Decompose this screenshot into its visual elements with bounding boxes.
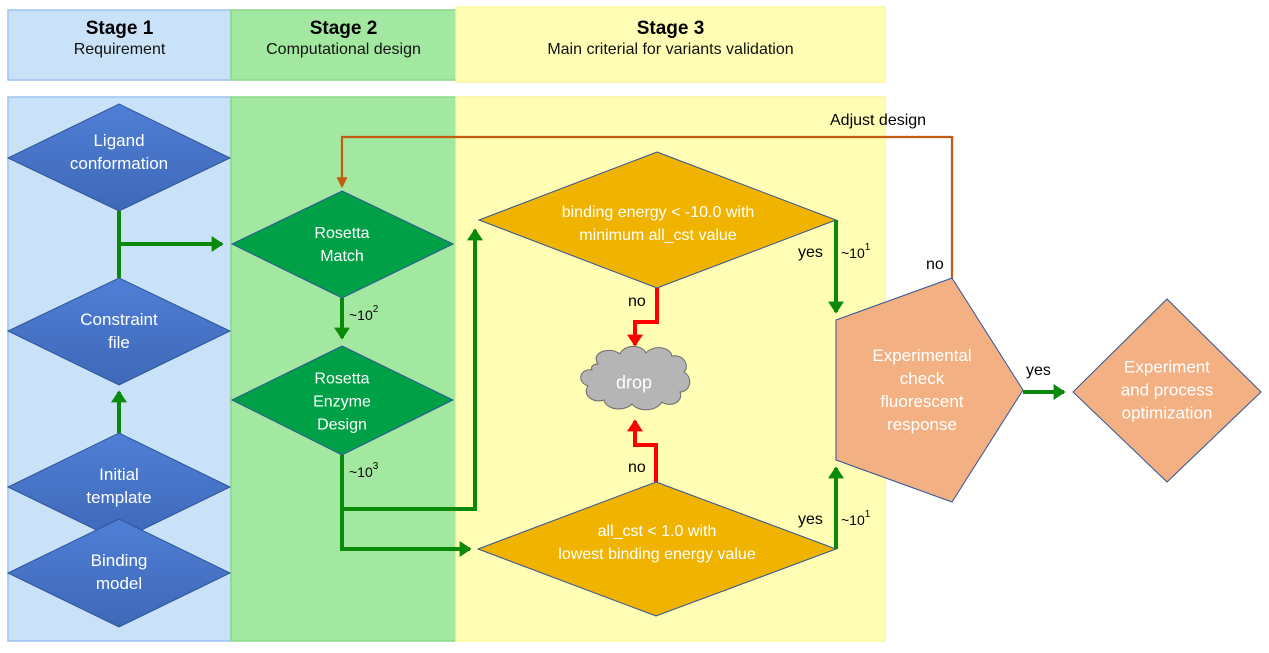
bottom-no-arrow — [627, 419, 658, 482]
text-line: fluorescent — [880, 392, 964, 411]
bottom-yes-label: yes — [798, 511, 823, 528]
top-no-arrow — [627, 288, 659, 347]
count-base: ~10 — [349, 464, 373, 480]
text-line: model — [95, 574, 143, 593]
adjust-design-label: Adjust design — [830, 112, 927, 129]
text-line: conformation — [69, 154, 169, 173]
stage1-header-bg — [7, 9, 232, 81]
experimental-check-text: Experimental check fluorescent response — [872, 344, 971, 436]
top-no-label: no — [628, 293, 646, 310]
stage2-subtitle: Computational design — [266, 41, 421, 58]
match-to-enzyme-count: ~102 — [349, 304, 379, 323]
text-line: Ligand — [93, 131, 145, 150]
text-line: Design — [317, 416, 367, 434]
text-line: Rosetta — [314, 370, 370, 388]
text-line: Enzyme — [313, 393, 371, 411]
text-line: Constraint — [80, 310, 158, 329]
all-cst-criterion-text: all_cst < 1.0 with lowest binding energy… — [558, 520, 755, 566]
text-line: response — [887, 415, 957, 434]
enzyme-to-bottom-criterion-arrow — [340, 505, 472, 557]
node-binding-energy-criterion[interactable] — [477, 151, 838, 289]
drop-text: drop — [615, 372, 653, 393]
binding-model-text: Binding model — [91, 549, 148, 595]
count-base: ~10 — [841, 245, 865, 261]
binding-energy-criterion-text: binding energy < -10.0 with minimum all_… — [562, 201, 755, 247]
node-rosetta-match[interactable] — [230, 190, 455, 299]
count-base: ~10 — [349, 307, 373, 323]
text-line: file — [108, 333, 130, 352]
stage2-header: Stage 2 Computational design — [231, 18, 456, 60]
initial-template-text: Initial template — [86, 463, 151, 509]
count-exponent: 1 — [864, 509, 871, 520]
stage1-subtitle: Requirement — [73, 41, 166, 58]
node-constraint-file[interactable] — [6, 277, 232, 386]
text-line: Initial — [99, 465, 139, 484]
check-yes-label: yes — [1026, 362, 1051, 379]
stage1-header: Stage 1 Requirement — [8, 18, 231, 60]
stage3-header: Stage 3 Main criterial for variants vali… — [456, 18, 885, 60]
node-all-cst-criterion[interactable] — [476, 481, 838, 617]
enzyme-out-count: ~103 — [349, 461, 379, 480]
node-experimental-check[interactable] — [835, 277, 1024, 503]
adjust-design-feedback-arrow — [336, 135, 954, 278]
stage1-title: Stage 1 — [85, 18, 154, 39]
text-line: Experimental — [872, 346, 972, 365]
text-line: minimum all_cst value — [579, 227, 737, 244]
node-rosetta-enzyme-design[interactable] — [230, 345, 455, 456]
node-binding-model[interactable] — [6, 518, 232, 628]
count-exponent: 2 — [372, 304, 379, 315]
rosetta-enzyme-design-text: Rosetta Enzyme Design — [313, 368, 371, 437]
text-line: and process — [1120, 380, 1214, 400]
top-count-label: ~101 — [841, 242, 871, 261]
stage3-title: Stage 3 — [636, 18, 705, 39]
stage2-header-bg — [230, 9, 457, 81]
stage3-header-bg — [455, 6, 886, 83]
stage2-title: Stage 2 — [309, 18, 378, 39]
text-line: Experiment — [1124, 357, 1210, 377]
bottom-count-label: ~101 — [841, 509, 871, 528]
top-yes-label: yes — [798, 244, 823, 261]
text-line: Binding — [90, 551, 148, 570]
drop-cloud[interactable] — [580, 345, 691, 411]
node-ligand-conformation[interactable] — [6, 103, 232, 212]
text-line: all_cst < 1.0 with — [597, 523, 717, 540]
text-line: Match — [320, 248, 364, 265]
text-line: check — [899, 369, 945, 388]
node-experiment-optimization[interactable] — [1072, 298, 1262, 483]
constraint-file-text: Constraint file — [80, 308, 157, 354]
check-no-label: no — [926, 256, 944, 273]
text-line: template — [86, 488, 152, 507]
experiment-optimization-text: Experiment and process optimization — [1121, 356, 1214, 425]
count-base: ~10 — [841, 512, 865, 528]
count-exponent: 1 — [864, 242, 871, 253]
rosetta-match-text: Rosetta Match — [314, 222, 369, 268]
count-exponent: 3 — [372, 461, 379, 472]
text-line: lowest binding energy value — [558, 546, 756, 563]
text-line: Rosetta — [314, 225, 370, 242]
enzyme-to-top-criterion-arrow — [340, 228, 483, 511]
stage3-subtitle: Main criterial for variants validation — [547, 41, 794, 58]
text-line: binding energy < -10.0 with — [561, 204, 755, 221]
text-line: optimization — [1121, 403, 1213, 423]
bottom-no-label: no — [628, 459, 646, 476]
ligand-conformation-text: Ligand conformation — [70, 129, 168, 175]
